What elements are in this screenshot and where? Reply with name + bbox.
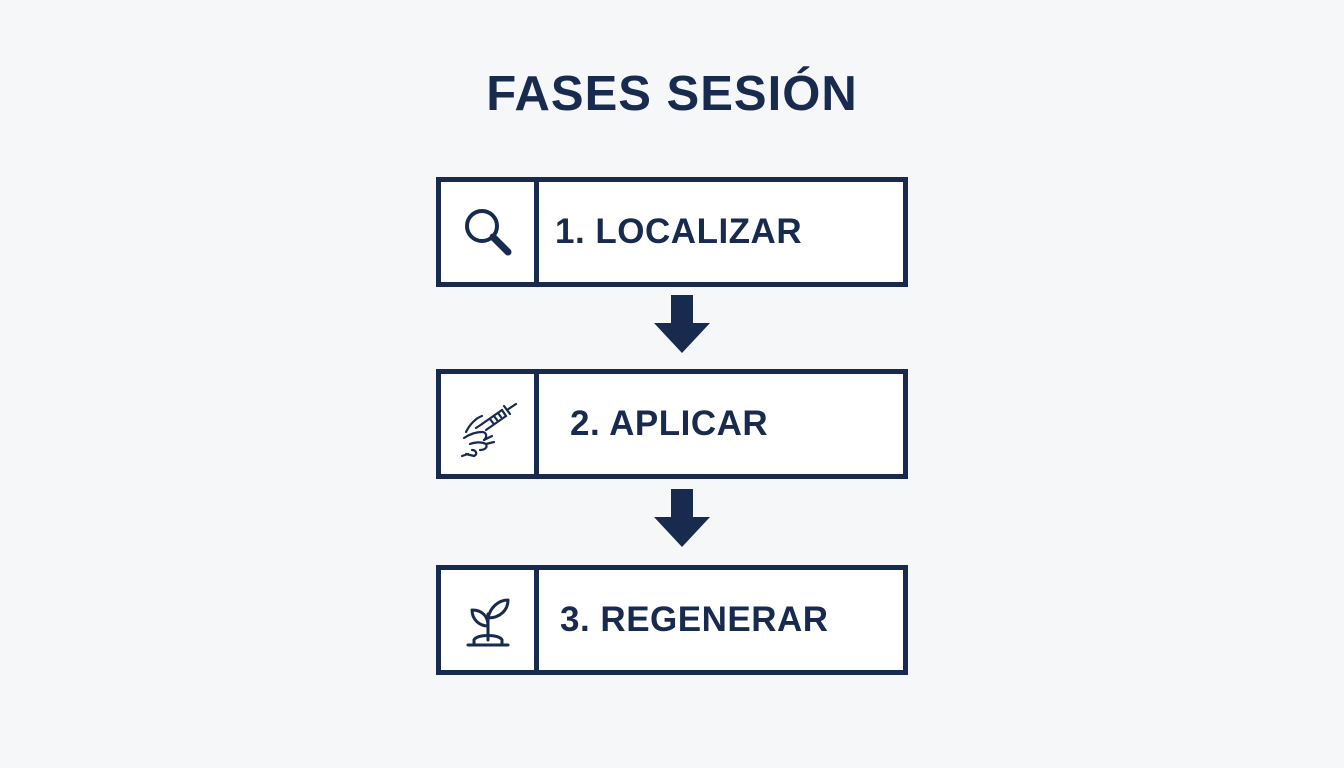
step-label: 2. APLICAR bbox=[570, 404, 769, 443]
down-arrow-icon bbox=[654, 489, 710, 547]
hand-syringe-icon bbox=[460, 402, 517, 458]
step-label: 3. REGENERAR bbox=[560, 600, 829, 639]
step-icon-cell bbox=[441, 374, 539, 474]
step-box-localizar: 1. LOCALIZAR bbox=[436, 177, 908, 287]
step-icon-cell bbox=[441, 182, 539, 282]
step-box-aplicar: 2. APLICAR bbox=[436, 369, 908, 479]
magnifying-glass-icon bbox=[464, 209, 511, 256]
step-box-regenerar: 3. REGENERAR bbox=[436, 565, 908, 675]
sprout-icon bbox=[466, 598, 509, 647]
step-icon-cell bbox=[441, 570, 539, 670]
diagram-title: FASES SESIÓN bbox=[486, 67, 858, 121]
down-arrow-icon bbox=[654, 295, 710, 353]
step-label: 1. LOCALIZAR bbox=[555, 212, 803, 251]
